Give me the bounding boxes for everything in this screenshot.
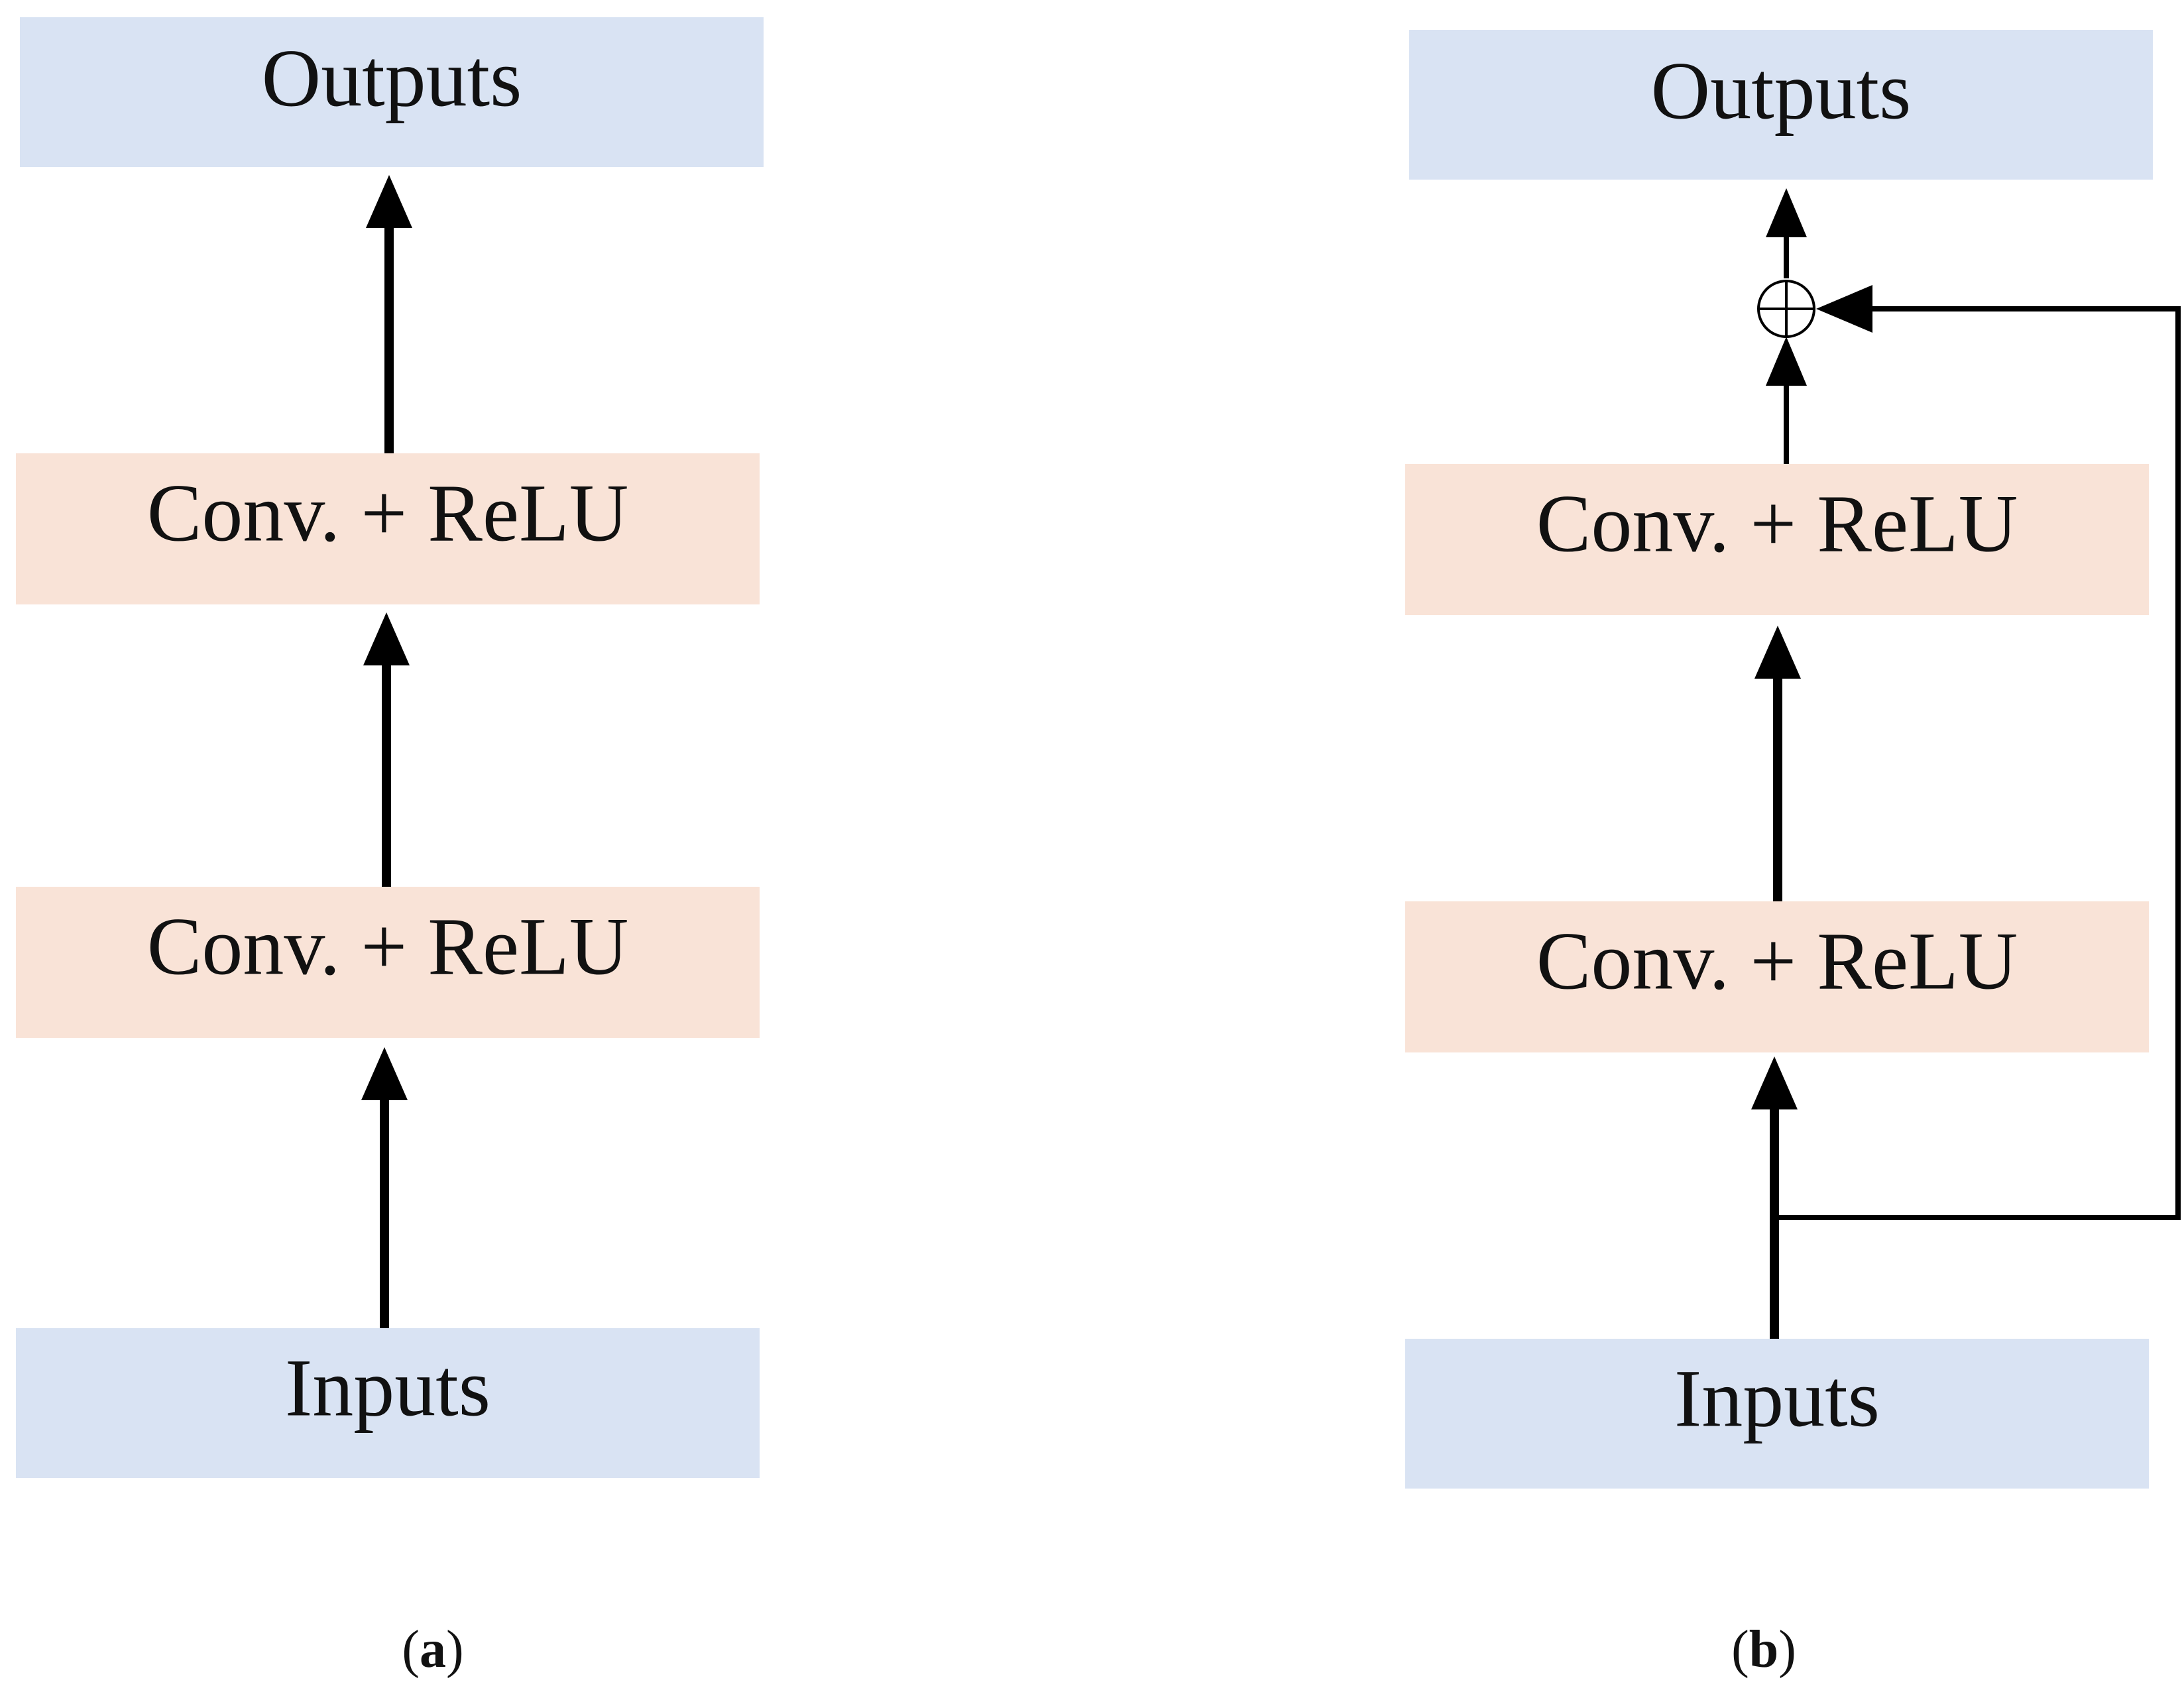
panel-a: Outputs Conv. + ReLU Conv. + ReLU Inputs… xyxy=(16,17,764,1679)
panel-a-conv-relu-top-label: Conv. + ReLU xyxy=(147,467,629,558)
panel-b-arrow-inputs-to-conv xyxy=(1751,1056,1798,1339)
panel-b-inputs-box xyxy=(1405,1339,2149,1489)
panel-a-arrow-conv-to-outputs xyxy=(366,175,412,453)
panel-a-conv-relu-bottom-label: Conv. + ReLU xyxy=(147,901,629,991)
panel-a-outputs-box xyxy=(20,17,764,167)
panel-b-conv-relu-bottom-box xyxy=(1405,901,2149,1052)
panel-b-skip-connection xyxy=(1774,285,2181,1220)
panel-b-conv-relu-top-label: Conv. + ReLU xyxy=(1536,478,2018,569)
panel-b-caption: (b) xyxy=(1731,1620,1796,1679)
elementwise-sum-icon xyxy=(1757,280,1815,338)
panel-a-arrow-conv-to-conv xyxy=(363,612,410,887)
panel-b: Outputs Conv. + ReLU Conv. + ReLU Inputs xyxy=(1405,30,2181,1679)
panel-a-conv-relu-bottom-box xyxy=(16,887,760,1038)
panel-b-outputs-label: Outputs xyxy=(1651,45,1912,136)
panel-b-outputs-box xyxy=(1409,30,2153,180)
panel-b-conv-relu-bottom-label: Conv. + ReLU xyxy=(1536,915,2018,1006)
panel-a-arrow-inputs-to-conv xyxy=(361,1047,408,1328)
panel-b-arrow-sum-to-outputs xyxy=(1766,188,1807,278)
panel-a-inputs-box xyxy=(16,1328,760,1478)
panel-a-conv-relu-top-box xyxy=(16,453,760,604)
panel-b-arrow-conv-to-conv xyxy=(1754,626,1801,901)
panel-a-outputs-label: Outputs xyxy=(262,32,522,123)
panel-b-conv-relu-top-box xyxy=(1405,464,2149,615)
panel-a-inputs-label: Inputs xyxy=(285,1342,490,1433)
panel-b-inputs-label: Inputs xyxy=(1674,1353,1880,1443)
panel-b-arrow-conv-to-sum xyxy=(1766,337,1807,464)
panel-a-caption: (a) xyxy=(402,1620,463,1679)
